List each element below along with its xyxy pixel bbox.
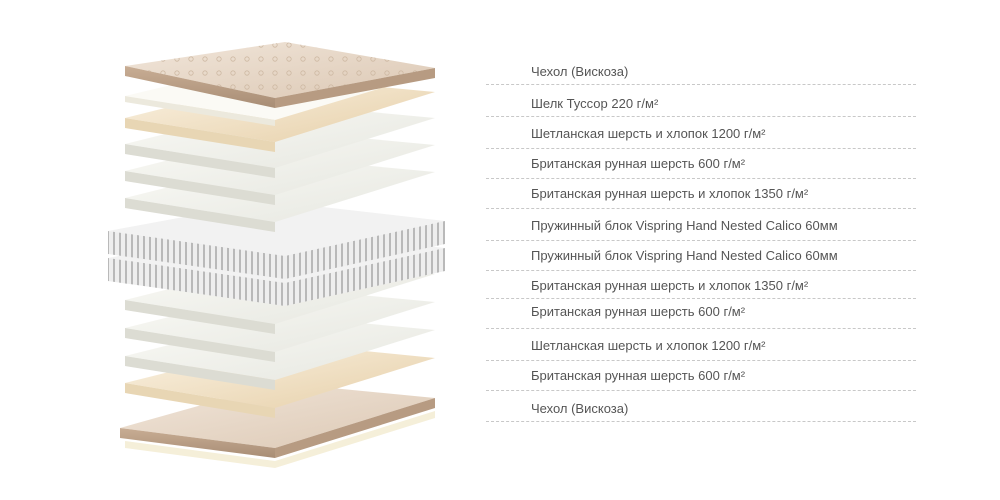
layer-label-1: Чехол (Вискоза) [531,64,629,79]
layers-legend: Чехол (Вискоза) Шелк Туссор 220 г/м² Шет… [486,0,918,500]
layer-divider [486,178,916,179]
spring-block-upper [108,201,445,279]
layer-label-9: Британская рунная шерсть 600 г/м² [531,304,746,319]
layer-divider [486,116,916,117]
layer-label-10: Шетланская шерсть и хлопок 1200 г/м² [531,338,766,353]
layer-divider [486,84,916,85]
layer-divider [486,148,916,149]
layer-divider [486,360,916,361]
layer-divider [486,270,916,271]
layer-label-2: Шелк Туссор 220 г/м² [531,96,659,111]
layer-label-6: Пружинный блок Vispring Hand Nested Cali… [531,218,838,233]
layer-label-12: Чехол (Вискоза) [531,401,629,416]
layer-label-7: Пружинный блок Vispring Hand Nested Cali… [531,248,838,263]
top-cover-layer [125,42,435,108]
layer-divider [486,298,916,299]
layer-label-5: Британская рунная шерсть и хлопок 1350 г… [531,186,809,201]
layer-divider [486,328,916,329]
layer-divider [486,390,916,391]
layer-label-8: Британская рунная шерсть и хлопок 1350 г… [531,278,809,293]
bottom-cover-layer [120,383,435,468]
layer-divider [486,421,916,422]
layer-divider [486,208,916,209]
layer-label-4: Британская рунная шерсть 600 г/м² [531,156,746,171]
mattress-layers-illustration [100,38,450,468]
layer-label-11: Британская рунная шерсть 600 г/м² [531,368,746,383]
layer-divider [486,240,916,241]
layer-label-3: Шетланская шерсть и хлопок 1200 г/м² [531,126,766,141]
